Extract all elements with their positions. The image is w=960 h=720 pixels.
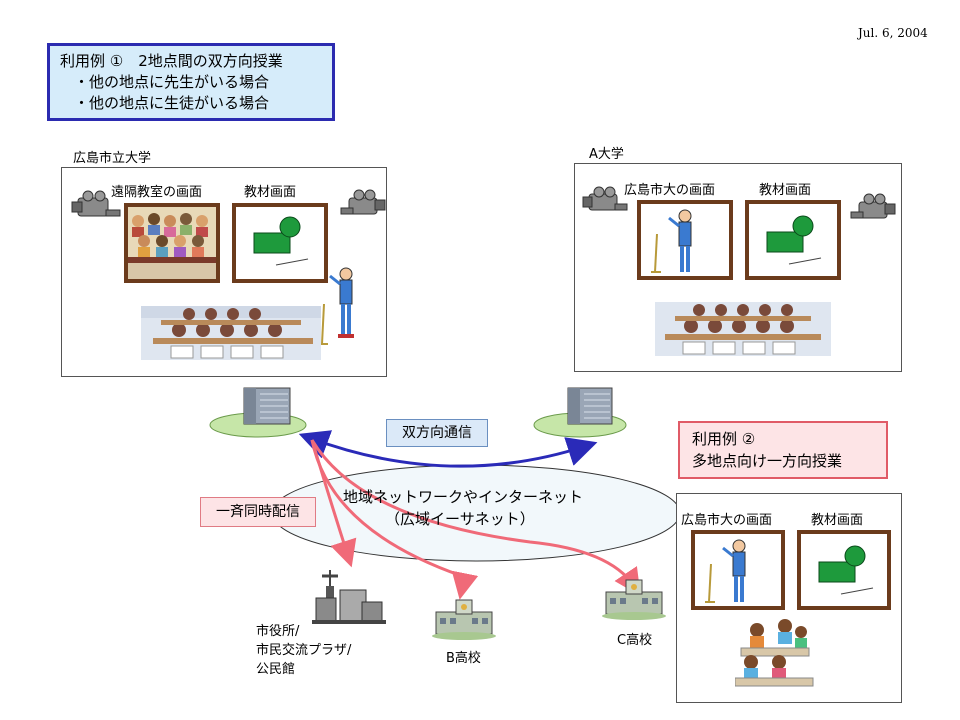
multisite-panel: 広島市大の画面 教材画面: [676, 493, 902, 703]
city-facility-line: 市役所/: [256, 624, 300, 639]
video-camera-icon: [850, 193, 896, 219]
c-school-label: C高校: [617, 633, 653, 648]
usecase2-title: 利用例 ②: [692, 430, 756, 448]
usecase2-subtitle: 多地点向け一方向授業: [692, 452, 843, 470]
material-screen-label: 教材画面: [244, 185, 297, 200]
city-facility-line: 公民館: [256, 662, 296, 677]
remote-screen-label: 広島市大の画面: [681, 513, 773, 528]
network-label: 地域ネットワークやインターネット: [343, 488, 584, 506]
city-facility-line: 市民交流プラザ/: [256, 643, 352, 658]
a-university-building-icon: [533, 387, 627, 438]
site-hiroshima-name: 広島市立大学: [73, 151, 152, 166]
video-camera-icon: [71, 190, 121, 217]
bidirectional-arrow: [298, 430, 598, 468]
broadcast-label: 一斉同時配信: [200, 497, 316, 527]
material-screen-label: 教材画面: [759, 183, 812, 198]
students-illustration: [128, 207, 216, 279]
city-facilities-label: 市役所/ 市民交流プラザ/ 公民館: [256, 622, 351, 679]
material-screen: [797, 530, 891, 610]
site-a-name: A大学: [589, 147, 624, 162]
classroom-seats-illustration: [655, 302, 831, 356]
lecturer-figure: [705, 539, 746, 603]
remote-classroom-screen: [124, 203, 220, 283]
c-school-icon: [602, 579, 666, 620]
site-a-panel: 広島市大の画面 教材画面: [574, 163, 902, 372]
usecase1-bullet: ・他の地点に生徒がいる場合: [74, 94, 270, 112]
students-at-desks-illustration: [735, 619, 814, 687]
bidirectional-label: 双方向通信: [386, 419, 488, 447]
remote-screen-label: 遠隔教室の画面: [111, 185, 203, 200]
material-screen: [232, 203, 328, 283]
material-screen: [745, 200, 841, 280]
hiroshima-building-icon: [209, 387, 307, 438]
classroom-seats-illustration: [141, 306, 321, 360]
lecturer-figure: [318, 267, 354, 345]
video-camera-icon: [340, 189, 386, 215]
material-graphic: [253, 216, 309, 266]
broadcast-arrows: [310, 439, 641, 600]
usecase1-bullet: ・他の地点に先生がいる場合: [74, 73, 270, 91]
material-graphic: [818, 545, 874, 595]
city-hall-icon: [312, 570, 386, 624]
network-sublabel: （広域イーサネット）: [385, 510, 535, 528]
b-school-icon: [432, 599, 496, 640]
usecase1-box: 利用例 ① 2地点間の双方向授業 ・他の地点に先生がいる場合 ・他の地点に生徒が…: [47, 43, 335, 121]
remote-screen-label: 広島市大の画面: [624, 183, 716, 198]
network-diagram: [209, 387, 681, 640]
usecase1-title: 利用例 ① 2地点間の双方向授業: [60, 52, 283, 70]
video-camera-icon: [582, 186, 628, 211]
b-school-label: B高校: [446, 651, 481, 666]
material-screen-label: 教材画面: [811, 513, 864, 528]
usecase2-box: 利用例 ② 多地点向け一方向授業: [678, 421, 888, 479]
date-label: Jul. 6, 2004: [858, 26, 928, 40]
remote-lecturer-screen: [691, 530, 785, 610]
lecturer-figure: [651, 209, 692, 273]
remote-lecturer-screen: [637, 200, 733, 280]
site-hiroshima-panel: 遠隔教室の画面 教材画面: [61, 167, 387, 377]
material-graphic: [766, 215, 822, 265]
